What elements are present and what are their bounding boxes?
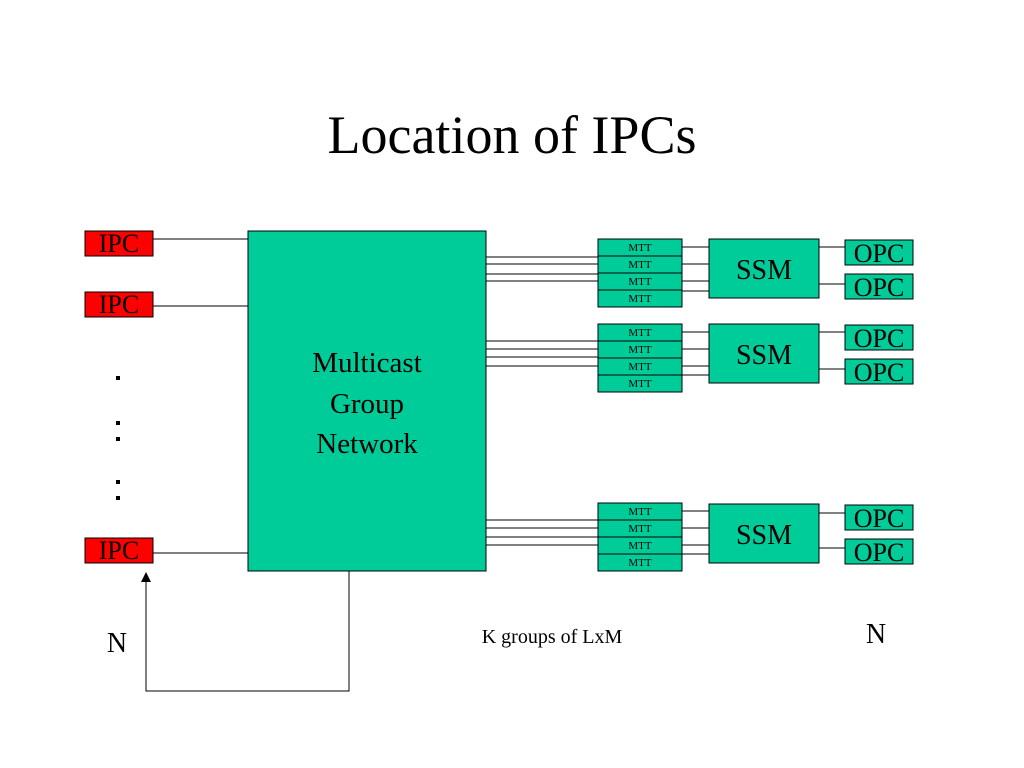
ipc-1: IPC — [84, 229, 154, 258]
outputs-count-label: N — [866, 619, 886, 650]
feedback-loop-line — [145, 571, 350, 692]
slide-title: Location of IPCs — [327, 105, 697, 165]
mtt-label: MTT — [628, 523, 652, 535]
mtt-label: MTT — [628, 361, 652, 373]
group-1: MTT MTT MTT MTT SSM OPC OPC — [597, 238, 914, 308]
network-label-line-1: Multicast — [312, 347, 422, 379]
opc-label: OPC — [854, 538, 905, 567]
opc-box — [844, 239, 914, 266]
ssm-box — [708, 323, 820, 384]
opc-box — [844, 358, 914, 385]
ellipsis-dots — [116, 376, 120, 500]
mtt-label: MTT — [628, 344, 652, 356]
mtt-box — [597, 289, 683, 308]
mtt-box — [597, 553, 683, 572]
opc-label: OPC — [854, 239, 905, 268]
opc-label: OPC — [854, 358, 905, 387]
ipc-label: IPC — [99, 536, 139, 565]
mtt-label: MTT — [628, 242, 652, 254]
mtt-label: MTT — [628, 557, 652, 569]
ssm-label: SSM — [736, 340, 792, 371]
network-label-line-3: Network — [316, 428, 418, 460]
ssm-box — [708, 238, 820, 299]
feedback-arrowhead — [141, 572, 151, 582]
network-label-line-2: Group — [330, 388, 404, 420]
groups-caption: K groups of LxM — [482, 626, 623, 648]
mtt-label: MTT — [628, 276, 652, 288]
opc-box — [844, 324, 914, 351]
mtt-label: MTT — [628, 327, 652, 339]
mtt-label: MTT — [628, 506, 652, 518]
ipc-3: IPC — [84, 536, 154, 565]
opc-label: OPC — [854, 504, 905, 533]
mtt-label: MTT — [628, 378, 652, 390]
opc-box — [844, 504, 914, 531]
ipc-2: IPC — [84, 290, 154, 319]
inputs-count-label: N — [107, 628, 127, 659]
mtt-label: MTT — [628, 540, 652, 552]
group-3: MTT MTT MTT MTT SSM OPC OPC — [597, 502, 914, 572]
ssm-label: SSM — [736, 520, 792, 551]
ssm-box — [708, 503, 820, 564]
opc-box — [844, 538, 914, 565]
connectors — [145, 238, 845, 692]
mtt-box — [597, 374, 683, 393]
ssm-label: SSM — [736, 255, 792, 286]
ipc-label: IPC — [99, 229, 139, 258]
mtt-label: MTT — [628, 293, 652, 305]
ipc-label: IPC — [99, 290, 139, 319]
opc-label: OPC — [854, 273, 905, 302]
group-2: MTT MTT MTT MTT SSM OPC OPC — [597, 323, 914, 393]
multicast-group-network: Multicast Group Network — [247, 230, 487, 572]
mtt-label: MTT — [628, 259, 652, 271]
opc-label: OPC — [854, 324, 905, 353]
opc-box — [844, 273, 914, 300]
